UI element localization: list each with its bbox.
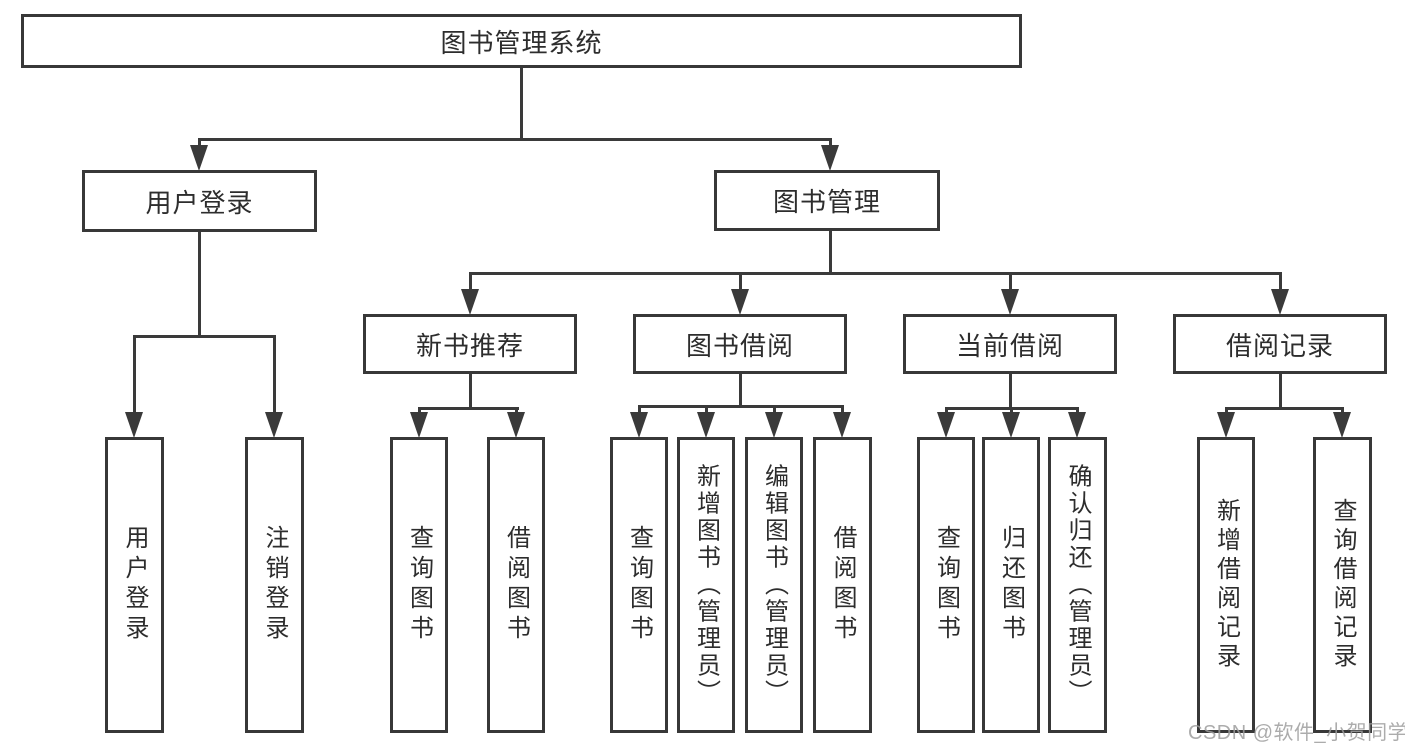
node-label: 查询图书	[405, 525, 433, 645]
arrowhead-down	[1271, 289, 1289, 315]
connector-line	[417, 407, 519, 410]
node-query-books-current: 查询图书	[917, 437, 975, 733]
arrowhead-down	[630, 412, 648, 438]
arrowhead-down	[190, 145, 208, 171]
arrowhead-down	[461, 289, 479, 315]
connector-line	[197, 138, 201, 150]
connector-line	[637, 405, 844, 408]
node-label: 借阅记录	[1225, 330, 1334, 361]
node-label: 确认归还（管理员）	[1064, 463, 1091, 707]
connector-line	[1008, 272, 1012, 292]
connector-line	[197, 138, 832, 141]
connector-line	[637, 405, 641, 417]
node-label: 新书推荐	[415, 330, 524, 361]
arrowhead-down	[1333, 412, 1351, 438]
connector-line	[1008, 374, 1012, 407]
node-user-login: 用户登录	[82, 170, 317, 232]
connector-line	[1278, 272, 1282, 292]
node-label: 查询借阅记录	[1329, 498, 1356, 672]
node-label: 用户登录	[145, 187, 254, 218]
arrowhead-down	[937, 412, 955, 438]
connector-line	[840, 405, 844, 417]
node-add-borrow-record: 新增借阅记录	[1197, 437, 1255, 733]
node-query-books-recommend: 查询图书	[390, 437, 448, 733]
connector-line	[1278, 374, 1282, 407]
arrowhead-down	[1001, 289, 1019, 315]
node-label: 当前借阅	[955, 330, 1064, 361]
connector-line	[1224, 407, 1344, 410]
node-label: 借阅图书	[829, 525, 856, 645]
connector-line	[738, 374, 742, 405]
connector-line	[738, 272, 742, 292]
arrowhead-down	[125, 412, 143, 438]
node-label: 借阅图书	[502, 525, 530, 645]
node-label: 图书管理系统	[440, 27, 603, 58]
connector-line	[197, 232, 201, 335]
arrowhead-down	[410, 412, 428, 438]
node-borrow-books-recommend: 借阅图书	[487, 437, 545, 733]
connector-line	[519, 68, 523, 138]
node-root: 图书管理系统	[21, 14, 1022, 68]
arrowhead-down	[821, 145, 839, 171]
connector-line	[772, 405, 776, 417]
node-label: 归还图书	[997, 525, 1025, 645]
node-add-book-admin: 新增图书（管理员）	[677, 437, 735, 733]
connector-line	[468, 374, 472, 407]
csdn-watermark: CSDN @软件_小贺同学	[1188, 722, 1405, 744]
arrowhead-down	[731, 289, 749, 315]
connector-line	[468, 272, 1282, 275]
node-label: 查询图书	[625, 525, 653, 645]
node-label: 编辑图书（管理员）	[760, 463, 788, 707]
node-new-book-recommend: 新书推荐	[363, 314, 577, 374]
arrowhead-down	[1217, 412, 1235, 438]
arrowhead-down	[1068, 412, 1086, 438]
arrowhead-down	[765, 412, 783, 438]
arrowhead-down	[1002, 412, 1020, 438]
arrowhead-down	[507, 412, 525, 438]
arrowhead-down	[697, 412, 715, 438]
node-query-borrow-record: 查询借阅记录	[1313, 437, 1372, 733]
node-return-book: 归还图书	[982, 437, 1040, 733]
connector-line	[828, 231, 832, 272]
node-borrow-books-borrow: 借阅图书	[813, 437, 872, 733]
connector-line	[272, 335, 276, 415]
node-user-login-leaf: 用户登录	[105, 437, 164, 733]
connector-line	[132, 335, 276, 338]
node-label: 图书借阅	[685, 330, 794, 361]
node-query-books-borrow: 查询图书	[610, 437, 668, 733]
node-book-borrow: 图书借阅	[633, 314, 847, 374]
node-label: 新增借阅记录	[1212, 498, 1240, 672]
connector-line	[132, 335, 136, 415]
node-label: 新增图书（管理员）	[692, 463, 720, 707]
node-current-borrow: 当前借阅	[903, 314, 1117, 374]
node-book-management: 图书管理	[714, 170, 940, 231]
node-label: 注销登录	[261, 525, 288, 645]
arrowhead-down	[265, 412, 283, 438]
node-logout: 注销登录	[245, 437, 304, 733]
connector-line	[828, 138, 832, 150]
node-borrow-records: 借阅记录	[1173, 314, 1387, 374]
node-label: 图书管理	[772, 187, 881, 217]
node-label: 用户登录	[121, 525, 148, 645]
arrowhead-down	[833, 412, 851, 438]
connector-line	[468, 272, 472, 292]
node-edit-book-admin: 编辑图书（管理员）	[745, 437, 803, 733]
node-confirm-return-admin: 确认归还（管理员）	[1048, 437, 1107, 733]
connector-line	[704, 405, 708, 417]
node-label: 查询图书	[932, 525, 960, 645]
